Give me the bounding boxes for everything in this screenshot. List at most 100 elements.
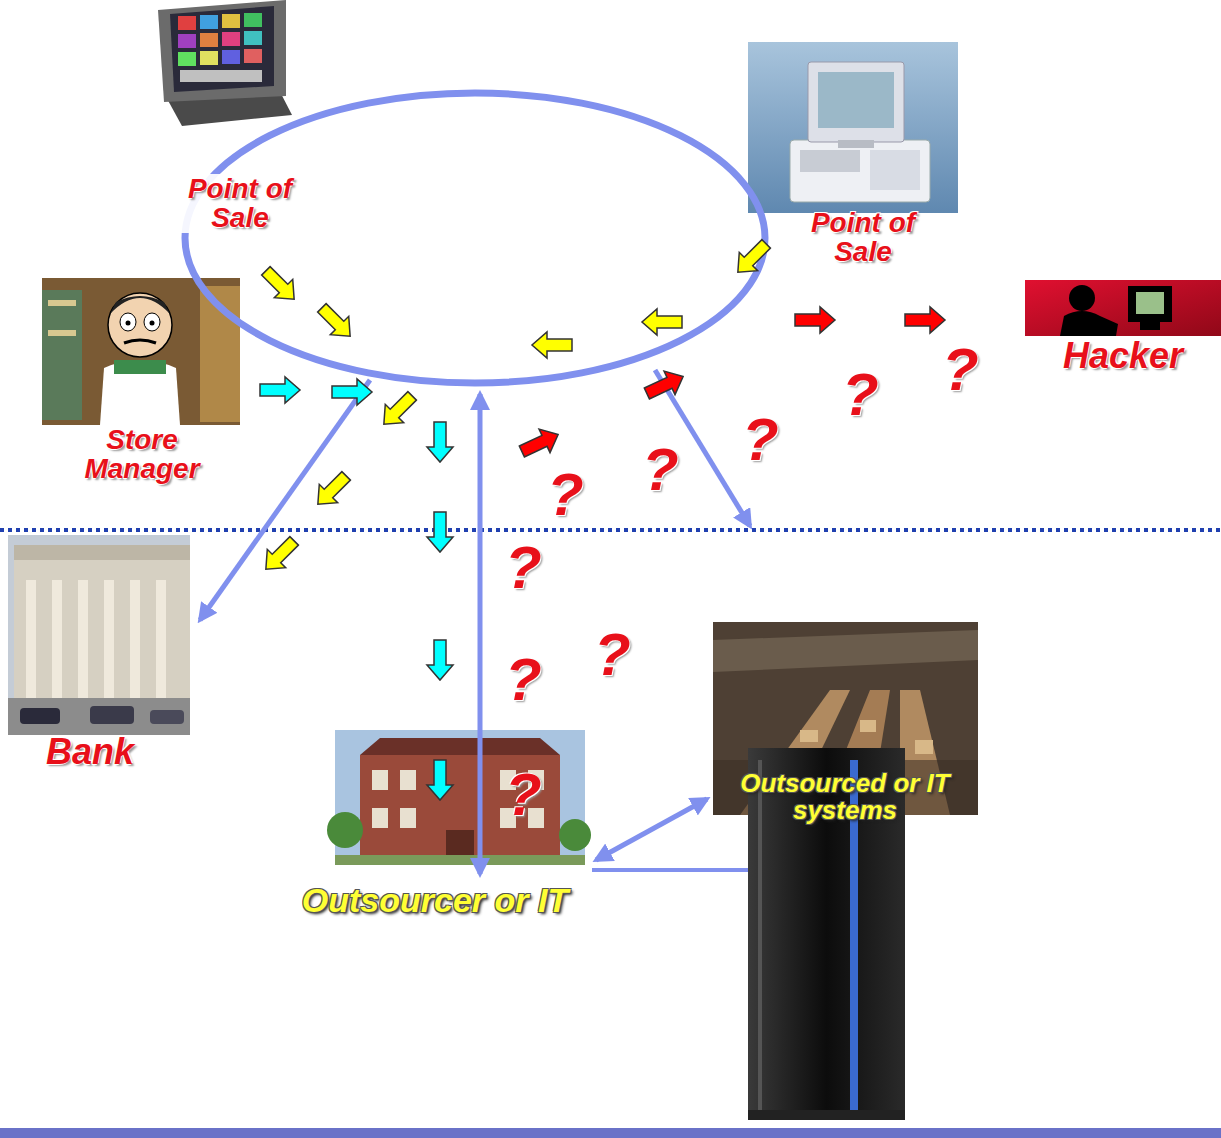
bank-picture bbox=[8, 698, 190, 735]
pos-terminal-picture bbox=[222, 32, 240, 46]
bank-picture bbox=[8, 535, 190, 735]
pos-terminal-picture bbox=[222, 14, 240, 28]
hacker-picture bbox=[1025, 280, 1221, 336]
picture-node: Store Manager bbox=[42, 278, 240, 493]
manager-arrows bbox=[332, 379, 372, 405]
store-manager-picture bbox=[42, 290, 82, 420]
transaction-arrows bbox=[375, 387, 422, 434]
mainframe-picture bbox=[748, 1110, 905, 1120]
outsourcer-building-picture bbox=[400, 770, 416, 790]
store-manager-picture bbox=[144, 313, 160, 331]
pos-terminal-picture bbox=[158, 0, 286, 102]
hacker-picture bbox=[1069, 285, 1095, 311]
outsourcer-building-picture bbox=[559, 819, 591, 851]
pos-register-picture bbox=[808, 62, 904, 142]
question-mark: ? bbox=[505, 650, 542, 710]
manager-arrows bbox=[427, 760, 453, 800]
node-label: Outsourced or IT systems bbox=[735, 770, 955, 825]
transaction-arrows bbox=[729, 235, 776, 282]
hacker-picture bbox=[1060, 311, 1118, 336]
store-manager-picture bbox=[126, 321, 131, 326]
pos-terminal-picture bbox=[158, 0, 292, 126]
pos-terminal-picture bbox=[222, 50, 240, 64]
leak-arrows bbox=[795, 307, 835, 333]
bank-picture bbox=[78, 580, 88, 698]
pos-terminal-picture bbox=[200, 51, 218, 65]
picture-node: Outsourcer or IT bbox=[290, 730, 590, 940]
transaction-arrows bbox=[309, 467, 356, 514]
transaction-arrows bbox=[309, 467, 356, 514]
question-mark: ? bbox=[505, 538, 542, 598]
leak-arrows bbox=[516, 423, 563, 463]
mainframe-picture bbox=[758, 760, 762, 1110]
manager-arrows bbox=[427, 512, 453, 552]
boundary-line bbox=[0, 528, 1221, 532]
bank-picture bbox=[156, 580, 166, 698]
transaction-arrows bbox=[642, 309, 682, 335]
warehouse-picture bbox=[860, 720, 876, 732]
question-mark: ? bbox=[642, 440, 679, 500]
bank-picture bbox=[104, 580, 114, 698]
picture-node: Point of Sale bbox=[748, 42, 958, 282]
transaction-arrows bbox=[532, 332, 572, 358]
manager-arrows bbox=[427, 640, 453, 680]
transaction-arrows bbox=[257, 262, 304, 309]
manager-arrows bbox=[427, 760, 453, 800]
pos-register-picture bbox=[818, 72, 894, 128]
hacker-picture bbox=[1136, 292, 1164, 314]
outsourcer-building-picture bbox=[372, 770, 388, 790]
question-mark: ? bbox=[505, 765, 542, 825]
store-manager-picture bbox=[48, 330, 76, 336]
transaction-arrows bbox=[257, 262, 304, 309]
store-manager-picture bbox=[108, 293, 172, 357]
outsourcer-building-picture bbox=[335, 855, 585, 865]
store-manager-picture bbox=[150, 321, 155, 326]
outsourcer-building-picture bbox=[360, 738, 560, 755]
question-mark: ? bbox=[842, 365, 879, 425]
pos-terminal-picture bbox=[244, 31, 262, 45]
bank-picture bbox=[52, 580, 62, 698]
pos-terminal-picture bbox=[178, 16, 196, 30]
leak-arrows bbox=[516, 307, 945, 463]
manager-arrows bbox=[260, 377, 453, 800]
store-manager-picture bbox=[124, 340, 156, 343]
node-label: Point of Sale bbox=[788, 208, 938, 267]
outsourcer-building-picture bbox=[327, 730, 591, 865]
leak-arrows bbox=[641, 365, 688, 405]
outsourcer-link bbox=[478, 394, 483, 874]
manager-arrows bbox=[332, 379, 372, 405]
bank-picture bbox=[90, 706, 134, 724]
bank-link bbox=[200, 380, 370, 620]
transaction-arrows bbox=[642, 309, 682, 335]
pos-terminal-picture bbox=[244, 49, 262, 63]
transaction-arrows bbox=[313, 299, 360, 346]
outsourcer-building-picture bbox=[335, 730, 585, 865]
pos-terminal-picture bbox=[178, 52, 196, 66]
node-label: Outsourcer or IT bbox=[290, 883, 580, 919]
bank-picture bbox=[20, 708, 60, 724]
transaction-arrows bbox=[729, 235, 776, 282]
bank-picture bbox=[26, 580, 36, 698]
transaction-arrows bbox=[257, 532, 304, 579]
store-manager-picture bbox=[110, 296, 170, 314]
question-mark: ? bbox=[742, 410, 779, 470]
manager-arrows bbox=[427, 512, 453, 552]
outsourcer-building-picture bbox=[360, 755, 560, 865]
outsourcer-building-picture bbox=[372, 808, 388, 828]
manager-arrows bbox=[427, 422, 453, 462]
store-manager-picture bbox=[120, 313, 136, 331]
bank-picture bbox=[14, 560, 190, 710]
store-manager-picture bbox=[100, 360, 180, 425]
question-mark: ? bbox=[547, 465, 584, 525]
pos-terminal-picture bbox=[178, 34, 196, 48]
store-manager-picture bbox=[114, 360, 166, 374]
hacker-picture bbox=[1140, 322, 1160, 330]
leak-arrows bbox=[795, 307, 835, 333]
warehouse-picture bbox=[713, 630, 978, 672]
transaction-arrows bbox=[532, 332, 572, 358]
manager-arrows bbox=[427, 640, 453, 680]
hacker-picture bbox=[1128, 286, 1172, 322]
bottom-bar bbox=[0, 1128, 1221, 1138]
transaction-arrows bbox=[313, 299, 360, 346]
